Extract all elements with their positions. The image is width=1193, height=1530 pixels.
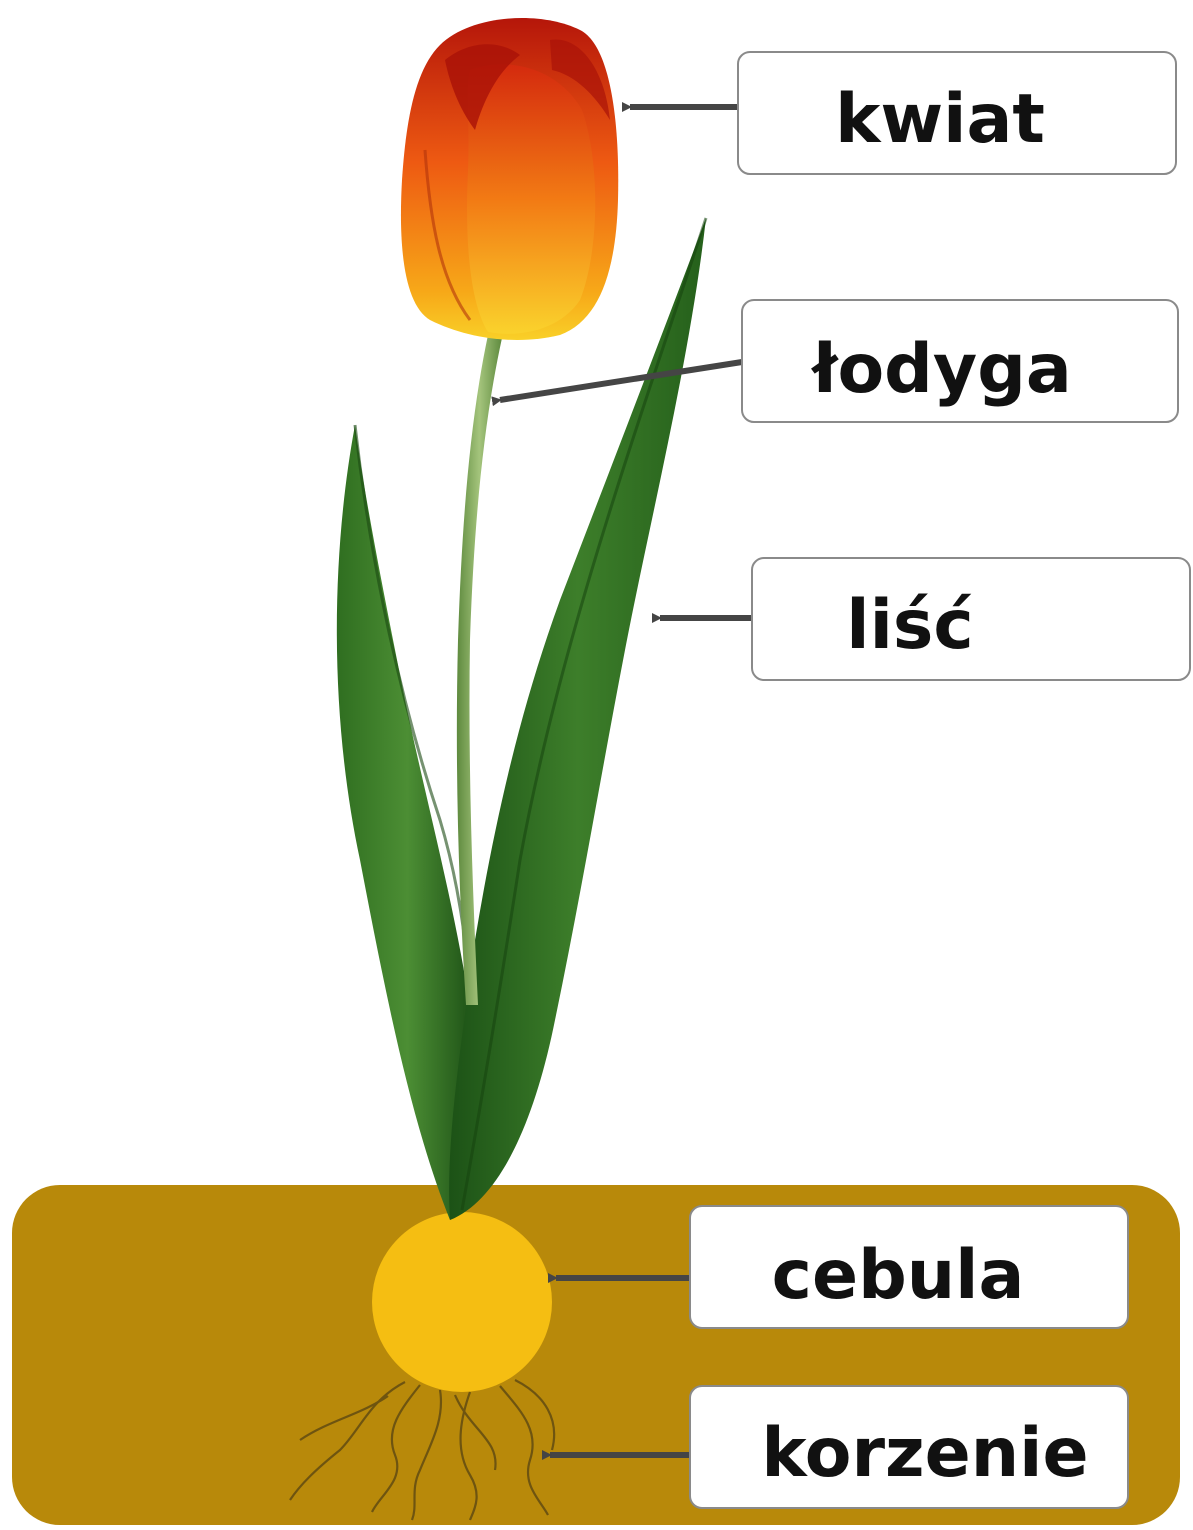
roots (289, 1379, 556, 1521)
label-leaf: liść (751, 557, 1191, 681)
label-roots-text: korzenie (761, 1414, 1088, 1493)
label-leaf-text: liść (846, 586, 973, 665)
label-stem-text: łodyga (810, 330, 1072, 409)
arrow-stem (491, 359, 743, 407)
label-flower-text: kwiat (835, 80, 1045, 159)
leaf-right (449, 218, 706, 1220)
leaf-left (336, 425, 479, 1220)
label-bulb: cebula (689, 1205, 1129, 1329)
label-roots: korzenie (689, 1385, 1129, 1509)
label-stem: łodyga (741, 299, 1179, 423)
bulb (372, 1212, 552, 1392)
flower (400, 17, 619, 340)
label-flower: kwiat (737, 51, 1177, 175)
stem (456, 335, 502, 1005)
label-bulb-text: cebula (772, 1236, 1025, 1315)
arrows (491, 102, 752, 1460)
